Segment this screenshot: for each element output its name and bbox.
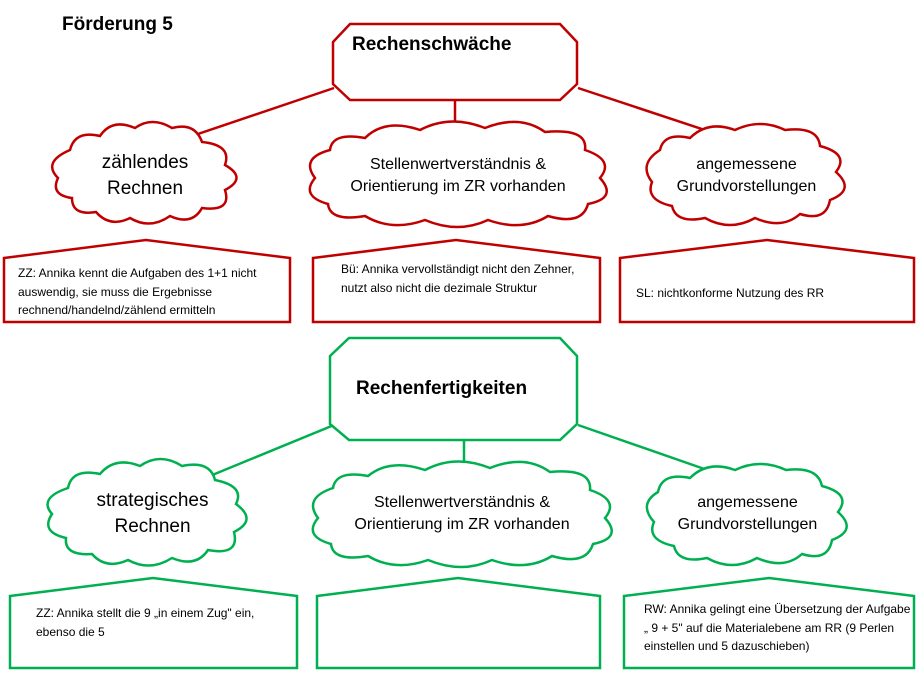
bottom-cloud-1-label: strategisches Rechnen xyxy=(96,490,209,537)
top-cloud-1-label: zählendes Rechnen xyxy=(101,152,189,199)
top-heading: Rechenschwäche xyxy=(352,34,512,55)
connector-line xyxy=(191,86,335,138)
bottom-note-3: RW: Annika gelingt eine Übersetzung der … xyxy=(644,602,911,654)
top-cloud-3 xyxy=(645,122,846,227)
top-heading-box xyxy=(331,22,579,102)
top-note-2: Bü: Annika vervollständigt nicht den Zeh… xyxy=(341,262,575,295)
top-cloud-2-label: Stellenwertverständnis & Orientierung im… xyxy=(350,156,566,195)
bottom-cloud-2-label: Stellenwertverständnis & Orientierung im… xyxy=(354,494,570,533)
bottom-note-box-2 xyxy=(315,576,602,670)
top-note-box-1 xyxy=(2,238,292,324)
bottom-cloud-3 xyxy=(645,462,848,567)
top-note-1: ZZ: Annika kennt die Aufgaben des 1+1 ni… xyxy=(18,266,257,318)
bottom-note-box-1 xyxy=(8,576,299,670)
bottom-cloud-1 xyxy=(46,457,248,567)
bottom-cloud-3-label: angemessene Grundvorstellungen xyxy=(677,494,818,533)
top-note-box-2 xyxy=(311,238,602,324)
bottom-note-box-3 xyxy=(622,576,916,670)
top-cloud-3-label: angemessene Grundvorstellungen xyxy=(676,156,817,195)
page-title: Förderung 5 xyxy=(62,14,173,35)
bottom-note-1: ZZ: Annika stellt die 9 „in einem Zug" e… xyxy=(36,606,255,639)
bottom-heading: Rechenfertigkeiten xyxy=(356,378,528,399)
bottom-heading-box xyxy=(328,336,579,442)
top-cloud-1 xyxy=(50,120,238,225)
top-note-box-3 xyxy=(618,238,916,324)
top-cloud-2 xyxy=(308,120,608,229)
connector-line xyxy=(204,423,335,480)
top-note-3: SL: nichtkonforme Nutzung des RR xyxy=(636,286,825,300)
bottom-cloud-2 xyxy=(311,460,613,569)
